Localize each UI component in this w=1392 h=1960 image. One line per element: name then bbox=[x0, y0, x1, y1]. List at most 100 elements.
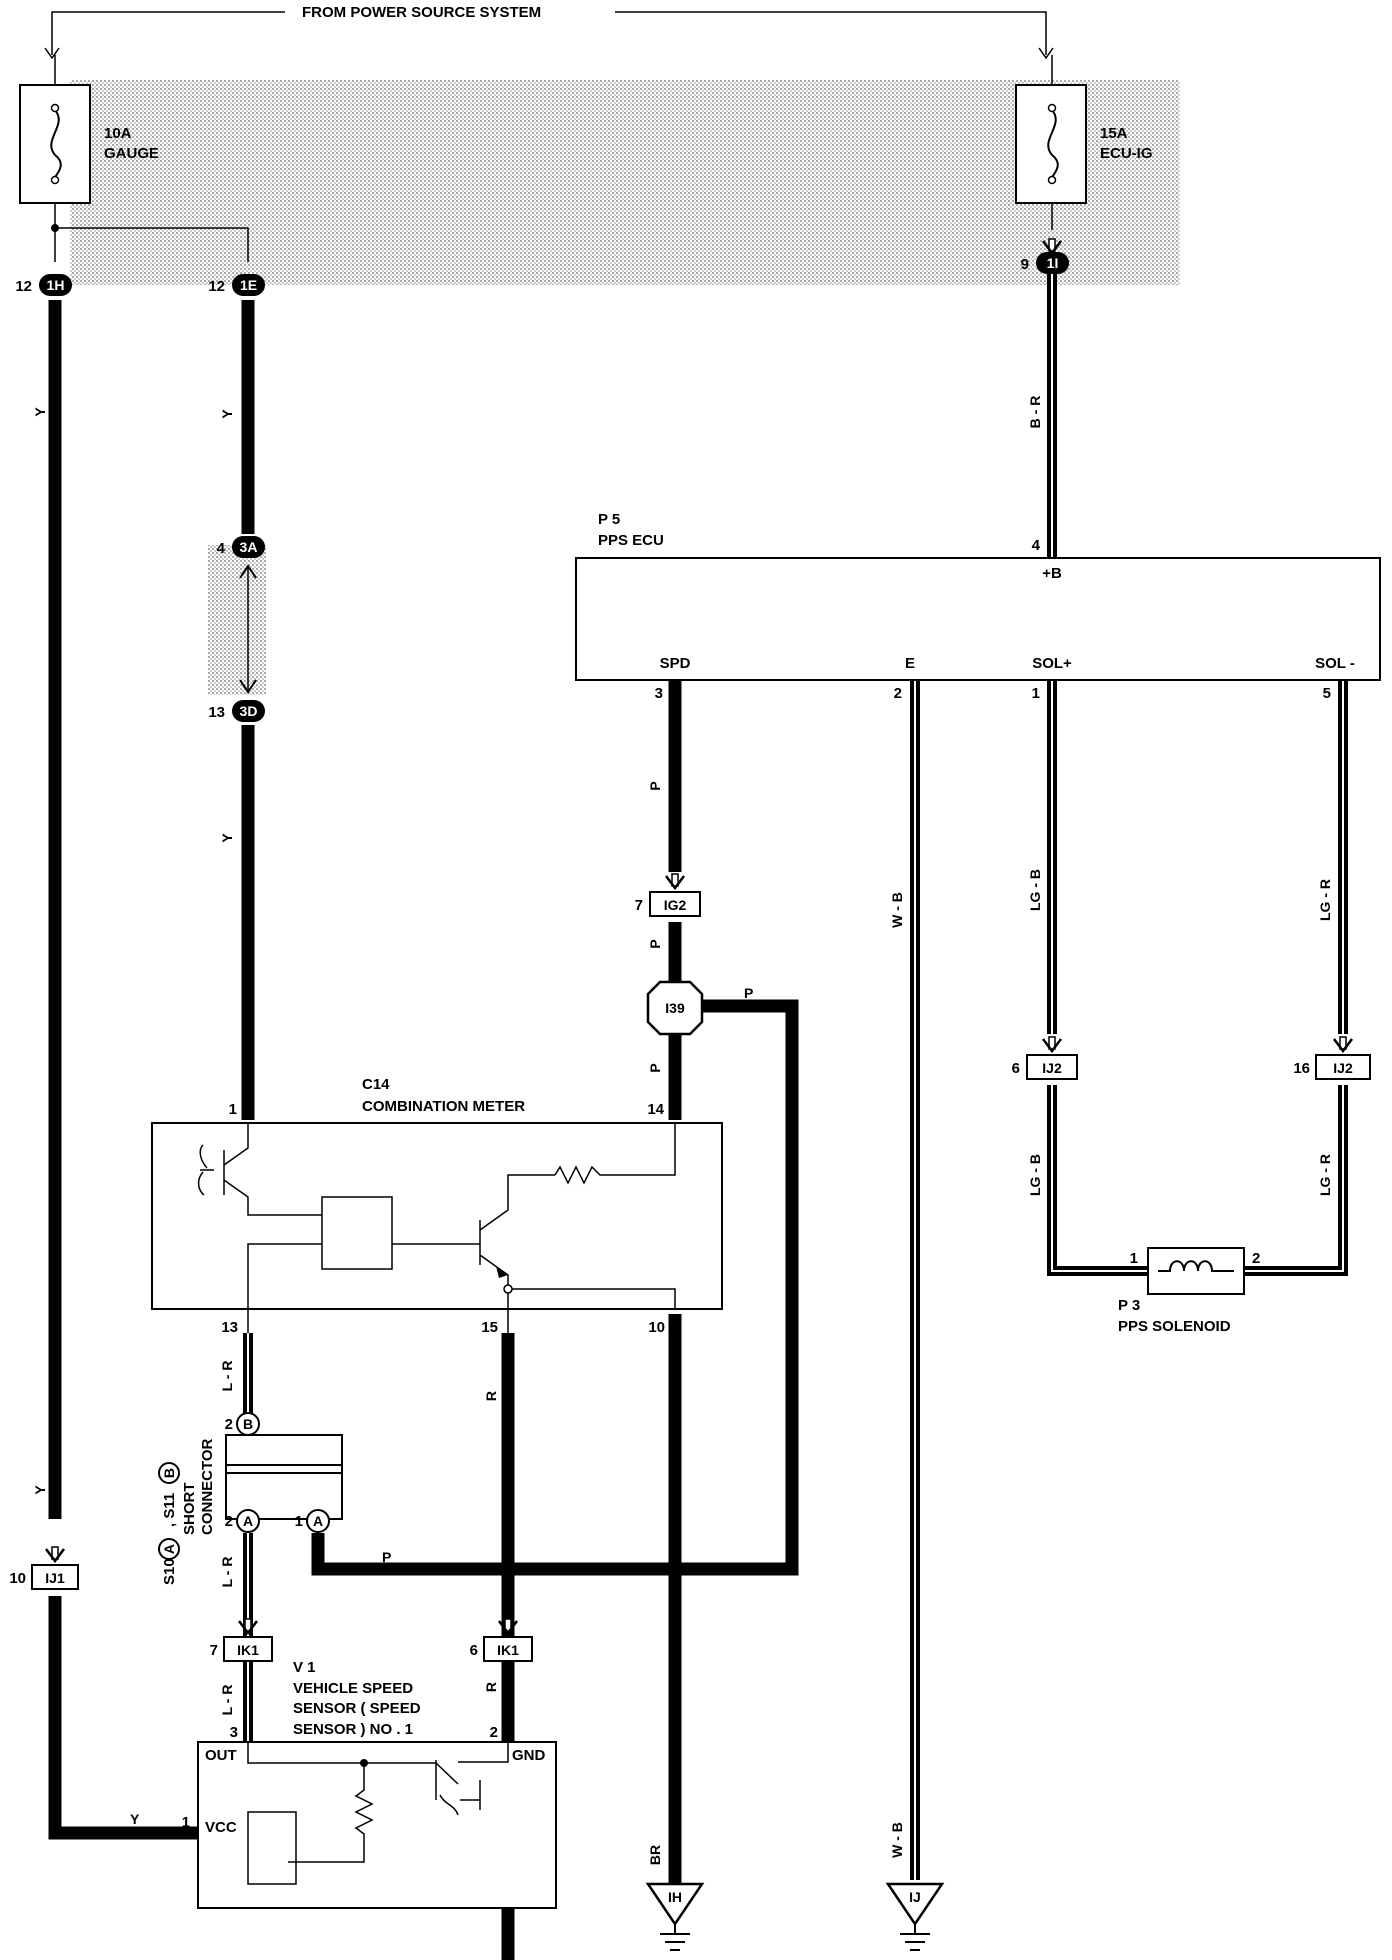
connector-3D: 3D bbox=[240, 703, 258, 719]
wire-label-p4: P bbox=[744, 985, 753, 1001]
fuse-ecu-ig: 15A ECU-IG bbox=[1015, 84, 1153, 204]
wire-label-y1: Y bbox=[32, 407, 48, 417]
ecu-terminal-sol-plus: SOL+ bbox=[1032, 655, 1072, 672]
short-connector-B: B bbox=[243, 1416, 253, 1432]
pin-1H: 12 bbox=[15, 278, 32, 295]
wire-label-p5: P bbox=[382, 1549, 391, 1565]
wire-label-lgr1: LG - R bbox=[1317, 879, 1333, 921]
meter-name: COMBINATION METER bbox=[362, 1098, 525, 1115]
pin-ecu-sol-plus: 1 bbox=[1032, 685, 1040, 702]
ground-label-IJ: IJ bbox=[909, 1889, 921, 1905]
power-source-shading bbox=[70, 80, 1180, 285]
vss-line3: SENSOR ) NO . 1 bbox=[293, 1721, 413, 1738]
ecu-terminal-spd: SPD bbox=[660, 655, 691, 672]
wire-label-br2: BR bbox=[647, 1845, 663, 1865]
connector-IJ2-left: IJ2 bbox=[1042, 1060, 1062, 1076]
rect-connectors: IG2 IJ2 IJ2 IJ1 IK1 IK1 bbox=[31, 891, 1371, 1662]
fuse-gauge-name: GAUGE bbox=[104, 145, 159, 162]
junction-arrow-up bbox=[239, 564, 257, 579]
splice-point bbox=[51, 224, 59, 232]
junction-shading bbox=[208, 545, 266, 695]
ecu-name: PPS ECU bbox=[598, 532, 664, 549]
ecu-terminal-b: +B bbox=[1042, 565, 1062, 582]
wire-label-lgr2: LG - R bbox=[1317, 1154, 1333, 1196]
pin-vss-1: 1 bbox=[182, 1814, 190, 1831]
pin-ik1-right: 6 bbox=[470, 1642, 478, 1659]
ground-IH: IH bbox=[645, 1882, 705, 1951]
ecu-code: P 5 bbox=[598, 511, 620, 528]
pin-meter-1: 1 bbox=[229, 1101, 237, 1118]
wire-label-y3: Y bbox=[219, 409, 235, 419]
short-connector-code: S10 bbox=[161, 1558, 178, 1585]
wire-label-lgb2: LG - B bbox=[1027, 1154, 1043, 1196]
vss-terminal-vcc: VCC bbox=[205, 1819, 237, 1836]
ecu-terminal-e: E bbox=[905, 655, 915, 672]
fuse-gauge-rating: 10A bbox=[104, 125, 132, 142]
wire-label-y4: Y bbox=[219, 833, 235, 843]
wire-label-wb2: W - B bbox=[889, 1822, 905, 1858]
pin-meter-13: 13 bbox=[221, 1319, 238, 1336]
junction-I39: I39 bbox=[646, 980, 704, 1036]
pin-ecu-e: 2 bbox=[894, 685, 902, 702]
wire-label-lgb1: LG - B bbox=[1027, 869, 1043, 911]
wire-label-wb1: W - B bbox=[889, 892, 905, 928]
pin-short-A2: 1 bbox=[295, 1513, 303, 1530]
solenoid-name: PPS SOLENOID bbox=[1118, 1318, 1231, 1335]
pin-ecu-b: 4 bbox=[1032, 537, 1041, 554]
pin-vss-2: 2 bbox=[490, 1724, 498, 1741]
pin-vss-3: 3 bbox=[230, 1724, 238, 1741]
connector-1E: 1E bbox=[240, 277, 257, 293]
connector-IK1-right: IK1 bbox=[497, 1642, 519, 1658]
pps-solenoid: P 3 PPS SOLENOID bbox=[1118, 1247, 1245, 1335]
connector-IJ2-right: IJ2 bbox=[1333, 1060, 1353, 1076]
short-connector-circles: A B bbox=[158, 1462, 180, 1560]
wire-label-p3: P bbox=[647, 1063, 663, 1072]
pin-meter-14: 14 bbox=[647, 1101, 664, 1118]
combination-meter: C14 COMBINATION METER bbox=[151, 1076, 723, 1333]
pin-ik1-left: 7 bbox=[210, 1642, 218, 1659]
pin-meter-10: 10 bbox=[648, 1319, 665, 1336]
pin-ig2: 7 bbox=[635, 897, 643, 914]
short-connector-circle-A: A bbox=[161, 1544, 177, 1554]
fuse-gauge: 10A GAUGE bbox=[19, 84, 159, 204]
wire-label-br: B - R bbox=[1027, 396, 1043, 429]
pin-ij1: 10 bbox=[9, 1570, 26, 1587]
fuse-ecu-ig-name: ECU-IG bbox=[1100, 145, 1153, 162]
short-connector-A2: A bbox=[313, 1513, 323, 1529]
connector-3A: 3A bbox=[240, 539, 258, 555]
short-connector-circle-B: B bbox=[161, 1468, 177, 1478]
pin-1I: 9 bbox=[1021, 256, 1029, 273]
arrow-IJ2-left bbox=[1041, 1035, 1063, 1053]
oval-connectors: 1H 1E 1I 3A 3D bbox=[39, 252, 1069, 722]
vss-terminal-gnd: GND bbox=[512, 1747, 546, 1764]
fuse-ecu-ig-rating: 15A bbox=[1100, 125, 1128, 142]
double-wires bbox=[243, 267, 1348, 1880]
wire-label-lr3: L - R bbox=[219, 1685, 235, 1716]
pin-solenoid-2: 2 bbox=[1252, 1250, 1260, 1267]
thin-wires bbox=[54, 55, 1053, 692]
pin-numbers: 12 12 9 4 13 4 3 2 1 5 7 6 16 1 14 13 15… bbox=[9, 256, 1331, 1831]
short-connector-line1: SHORT bbox=[181, 1483, 198, 1536]
vehicle-speed-sensor: V 1 VEHICLE SPEED SENSOR ( SPEED SENSOR … bbox=[197, 1659, 557, 1909]
connector-IJ1: IJ1 bbox=[45, 1570, 65, 1586]
short-connector-A: A bbox=[243, 1513, 253, 1529]
wire-label-y5: Y bbox=[130, 1811, 140, 1827]
vss-line1: VEHICLE SPEED bbox=[293, 1680, 413, 1697]
pin-ecu-sol-minus: 5 bbox=[1323, 685, 1331, 702]
pin-1E: 12 bbox=[208, 278, 225, 295]
wire-label-y2: Y bbox=[32, 1485, 48, 1495]
connector-1H: 1H bbox=[47, 277, 65, 293]
meter-code: C14 bbox=[362, 1076, 390, 1093]
vss-terminal-out: OUT bbox=[205, 1747, 237, 1764]
header-lines bbox=[44, 11, 1054, 60]
connector-IG2: IG2 bbox=[664, 897, 687, 913]
arrow-IK1-left bbox=[237, 1617, 259, 1635]
header-title: FROM POWER SOURCE SYSTEM bbox=[302, 4, 541, 21]
connector-1I: 1I bbox=[1047, 255, 1059, 271]
wire-label-lr1: L - R bbox=[219, 1361, 235, 1392]
connector-I39: I39 bbox=[665, 1000, 685, 1016]
pin-short-A: 2 bbox=[225, 1513, 233, 1530]
wire-label-lr2: L - R bbox=[219, 1557, 235, 1588]
pin-meter-15: 15 bbox=[481, 1319, 498, 1336]
